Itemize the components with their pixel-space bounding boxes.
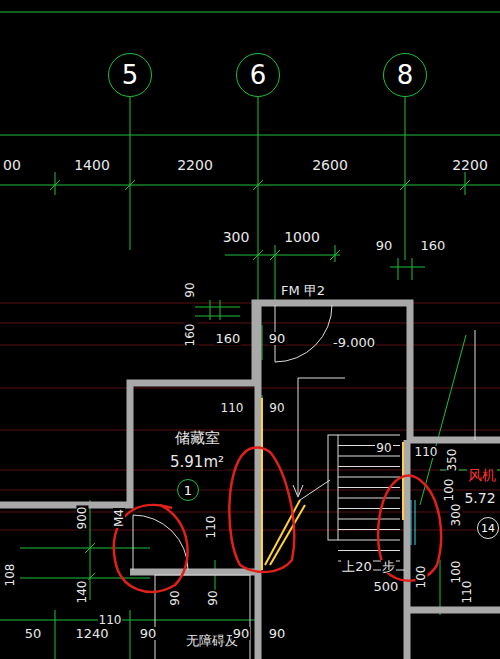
dimension-text-vertical: 160: [184, 323, 196, 348]
stair-tread: [338, 435, 400, 436]
dimension-text: 90: [268, 332, 287, 345]
dimension-text: 90: [139, 627, 158, 640]
node-text: 8: [397, 62, 414, 88]
stair-tread: [338, 519, 400, 520]
node-text: 5: [122, 62, 139, 88]
dimension-text: 00: [2, 158, 22, 172]
dimension-text: 2600: [311, 158, 349, 172]
stair-tread: [338, 466, 400, 467]
dimension-text: 1000: [283, 230, 321, 244]
node-text: 6: [250, 62, 267, 88]
dimension-text: 90: [375, 239, 394, 252]
dimension-text-vertical: 90: [184, 281, 196, 298]
stair-tread: [338, 529, 400, 530]
dimension-text: -9.000: [332, 336, 376, 349]
dimension-text: 5.91m²: [169, 455, 225, 470]
dimension-text: 1400: [73, 158, 111, 172]
dimension-text: 110: [220, 402, 245, 414]
dimension-text: 2200: [451, 158, 489, 172]
dimension-text: 5.72: [463, 491, 496, 505]
stair-tread: [338, 498, 400, 499]
stair-tread: [338, 540, 400, 541]
dimension-text: 500: [373, 580, 400, 593]
dimension-text: 110: [414, 446, 439, 458]
dimension-text-vertical: 900: [76, 506, 88, 531]
node-text: 14: [481, 523, 495, 534]
node-text: 1: [184, 484, 192, 497]
dimension-text-vertical: 140: [76, 580, 88, 605]
dimension-text: 90: [232, 627, 251, 640]
grid-bubble: 5: [108, 53, 152, 97]
dimension-text: 步: [381, 560, 396, 573]
dimension-text: 300: [222, 230, 251, 244]
dimension-text-vertical: 300: [450, 503, 462, 528]
dimension-text-vertical: M4: [113, 508, 125, 528]
dimension-text: 90: [375, 442, 392, 454]
dimension-text-vertical: 90: [169, 589, 181, 606]
grid-bubble: 8: [383, 53, 427, 97]
dimension-text-vertical: 100: [415, 565, 427, 590]
dimension-text: 50: [24, 627, 43, 640]
room-number: 14: [477, 517, 499, 539]
dimension-text: 2200: [176, 158, 214, 172]
grid-bubble: 6: [236, 53, 280, 97]
dimension-text-vertical: 90: [207, 589, 219, 606]
stair-tread: [338, 508, 400, 509]
dimension-text-vertical: 100: [450, 560, 462, 585]
dimension-text: 90: [268, 402, 285, 414]
dimension-text-vertical: 110: [205, 515, 217, 540]
dimension-text: 160: [215, 332, 242, 345]
dimension-text-vertical: 110: [461, 580, 473, 605]
stair-tread: [338, 550, 400, 551]
dimension-text: 储藏室: [174, 431, 221, 446]
dimension-text-vertical: 108: [4, 563, 16, 588]
dimension-text-vertical: 350: [446, 448, 458, 473]
dimension-text-vertical: 100: [443, 478, 455, 503]
dimension-text: 风机: [467, 468, 497, 482]
room-number: 1: [177, 479, 199, 501]
stair-tread: [338, 477, 400, 478]
dimension-text: 110: [98, 614, 123, 626]
stair-tread: [338, 456, 400, 457]
dimension-text: 90: [268, 627, 287, 640]
dimension-text: 上20: [341, 560, 373, 573]
dimension-text: FM 甲2: [280, 284, 326, 297]
dimension-text: 160: [420, 239, 447, 252]
dimension-text: 1240: [74, 627, 109, 640]
